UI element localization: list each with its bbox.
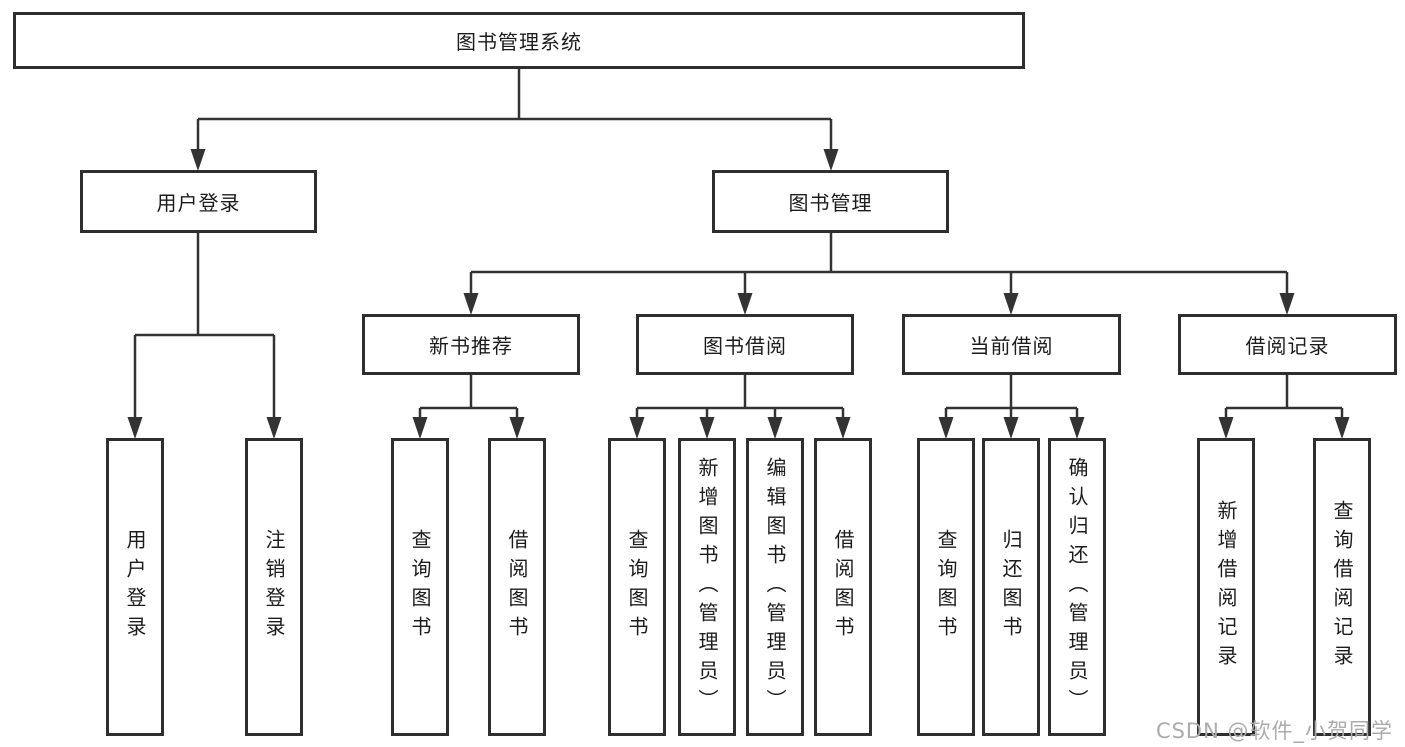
leaf-newbook-query-book-label: 查询图书	[408, 529, 432, 645]
leaf-current-confirm-return: 确认归还（管理员）	[1048, 438, 1106, 736]
leaf-records-query-record-label: 查询借阅记录	[1330, 500, 1354, 674]
node-book-management-label: 图书管理	[788, 191, 873, 215]
leaf-borrow-query-book-label: 查询图书	[625, 529, 649, 645]
leaf-records-add-record-label: 新增借阅记录	[1214, 500, 1238, 674]
leaf-current-return-book-label: 归还图书	[999, 529, 1023, 645]
node-user-login: 用户登录	[80, 170, 317, 233]
leaf-borrow-borrow-book-label: 借阅图书	[831, 529, 855, 645]
node-borrow-records: 借阅记录	[1178, 314, 1397, 375]
node-root-label: 图书管理系统	[456, 30, 582, 54]
leaf-borrow-edit-book-label: 编辑图书（管理员）	[763, 456, 787, 718]
leaf-newbook-query-book: 查询图书	[391, 438, 449, 736]
node-book-borrow-label: 图书借阅	[703, 334, 787, 358]
node-user-login-label: 用户登录	[156, 191, 241, 215]
node-current-borrow: 当前借阅	[902, 314, 1121, 375]
node-book-management: 图书管理	[712, 170, 949, 233]
leaf-borrow-edit-book: 编辑图书（管理员）	[746, 438, 804, 736]
node-new-book-recommend: 新书推荐	[362, 314, 580, 375]
node-new-book-recommend-label: 新书推荐	[429, 334, 513, 358]
leaf-borrow-query-book: 查询图书	[608, 438, 666, 736]
leaf-borrow-add-book: 新增图书（管理员）	[678, 438, 736, 736]
node-borrow-records-label: 借阅记录	[1245, 334, 1330, 358]
leaf-current-query-book-label: 查询图书	[934, 529, 958, 645]
watermark: CSDN @软件_小贺同学	[1155, 719, 1393, 743]
leaf-newbook-borrow-book-label: 借阅图书	[505, 529, 529, 645]
leaf-records-add-record: 新增借阅记录	[1197, 438, 1255, 736]
leaf-records-query-record: 查询借阅记录	[1313, 438, 1371, 736]
leaf-user-login: 用户登录	[106, 438, 164, 736]
leaf-newbook-borrow-book: 借阅图书	[488, 438, 546, 736]
node-root: 图书管理系统	[13, 12, 1025, 69]
leaf-current-query-book: 查询图书	[917, 438, 975, 736]
leaf-current-return-book: 归还图书	[982, 438, 1040, 736]
leaf-borrow-add-book-label: 新增图书（管理员）	[695, 456, 719, 718]
leaf-logout-label: 注销登录	[262, 529, 286, 645]
node-current-borrow-label: 当前借阅	[969, 334, 1054, 358]
leaf-logout: 注销登录	[245, 438, 303, 736]
leaf-borrow-borrow-book: 借阅图书	[814, 438, 872, 736]
node-book-borrow: 图书借阅	[636, 314, 854, 375]
leaf-current-confirm-return-label: 确认归还（管理员）	[1065, 456, 1089, 718]
leaf-user-login-label: 用户登录	[123, 529, 147, 645]
